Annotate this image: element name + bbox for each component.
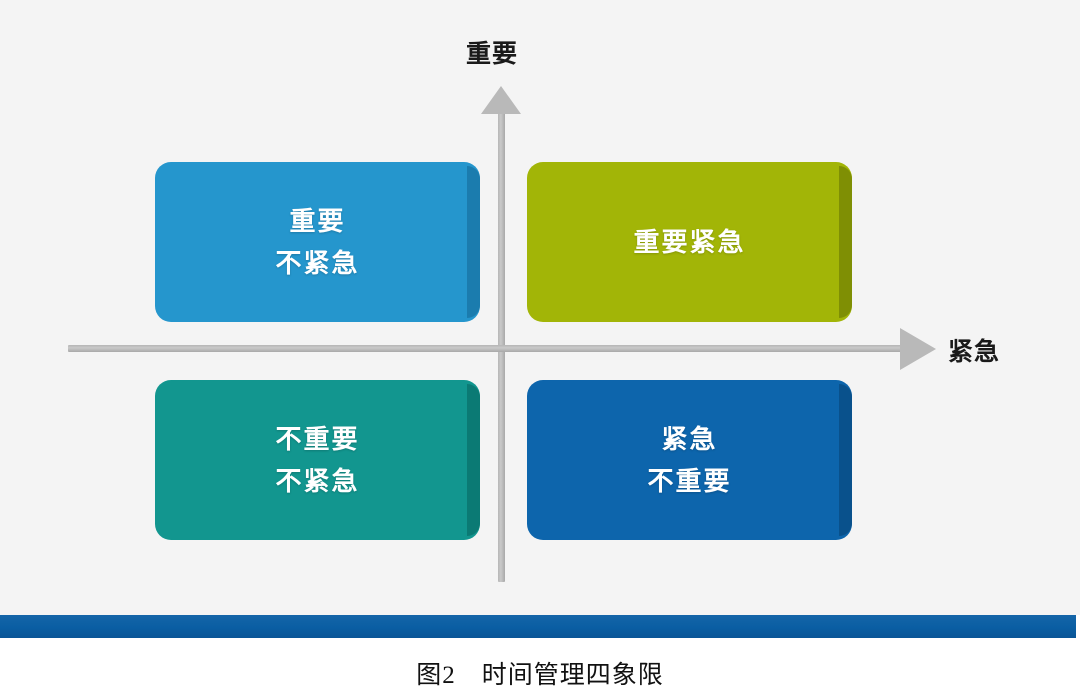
quadrant-face xyxy=(155,162,480,322)
quadrant-3d-edge xyxy=(467,166,480,318)
quadrant-3d-edge xyxy=(839,384,852,536)
quadrant-face xyxy=(527,162,852,322)
quadrant-urgent-not-important[interactable]: 紧急不重要 xyxy=(527,380,852,540)
quadrant-label: 重要紧急 xyxy=(633,226,746,257)
quadrant-label: 重要不紧急 xyxy=(275,205,360,278)
quadrant-important-urgent[interactable]: 重要紧急 xyxy=(527,162,852,322)
footer-accent-bar xyxy=(0,615,1076,638)
quadrant-not-important-not-urgent[interactable]: 不重要不紧急 xyxy=(155,380,480,540)
quadrant-face xyxy=(155,380,480,540)
figure-caption-title: 时间管理四象限 xyxy=(481,662,664,689)
arrow-right-icon xyxy=(900,328,936,370)
quadrant-3d-edge xyxy=(467,384,480,536)
horizontal-axis-line xyxy=(68,345,908,352)
quadrant-label: 紧急不重要 xyxy=(647,423,732,496)
quadrant-face xyxy=(527,380,852,540)
figure-caption: 图2 时间管理四象限 xyxy=(0,655,1080,691)
quadrant-3d-edge xyxy=(839,166,852,318)
vertical-axis-label: 重要 xyxy=(466,40,519,68)
quadrant-important-not-urgent[interactable]: 重要不紧急 xyxy=(155,162,480,322)
figure-canvas: 重要 紧急 重要不紧急 重要紧急 不重要不紧急 紧急不重要 xyxy=(0,0,1080,615)
figure-caption-number: 图2 xyxy=(416,662,456,689)
quadrant-label: 不重要不紧急 xyxy=(275,423,360,496)
horizontal-axis-label: 紧急 xyxy=(948,338,1001,366)
page-footer-whitespace xyxy=(0,638,1080,699)
arrow-up-icon xyxy=(481,86,521,114)
